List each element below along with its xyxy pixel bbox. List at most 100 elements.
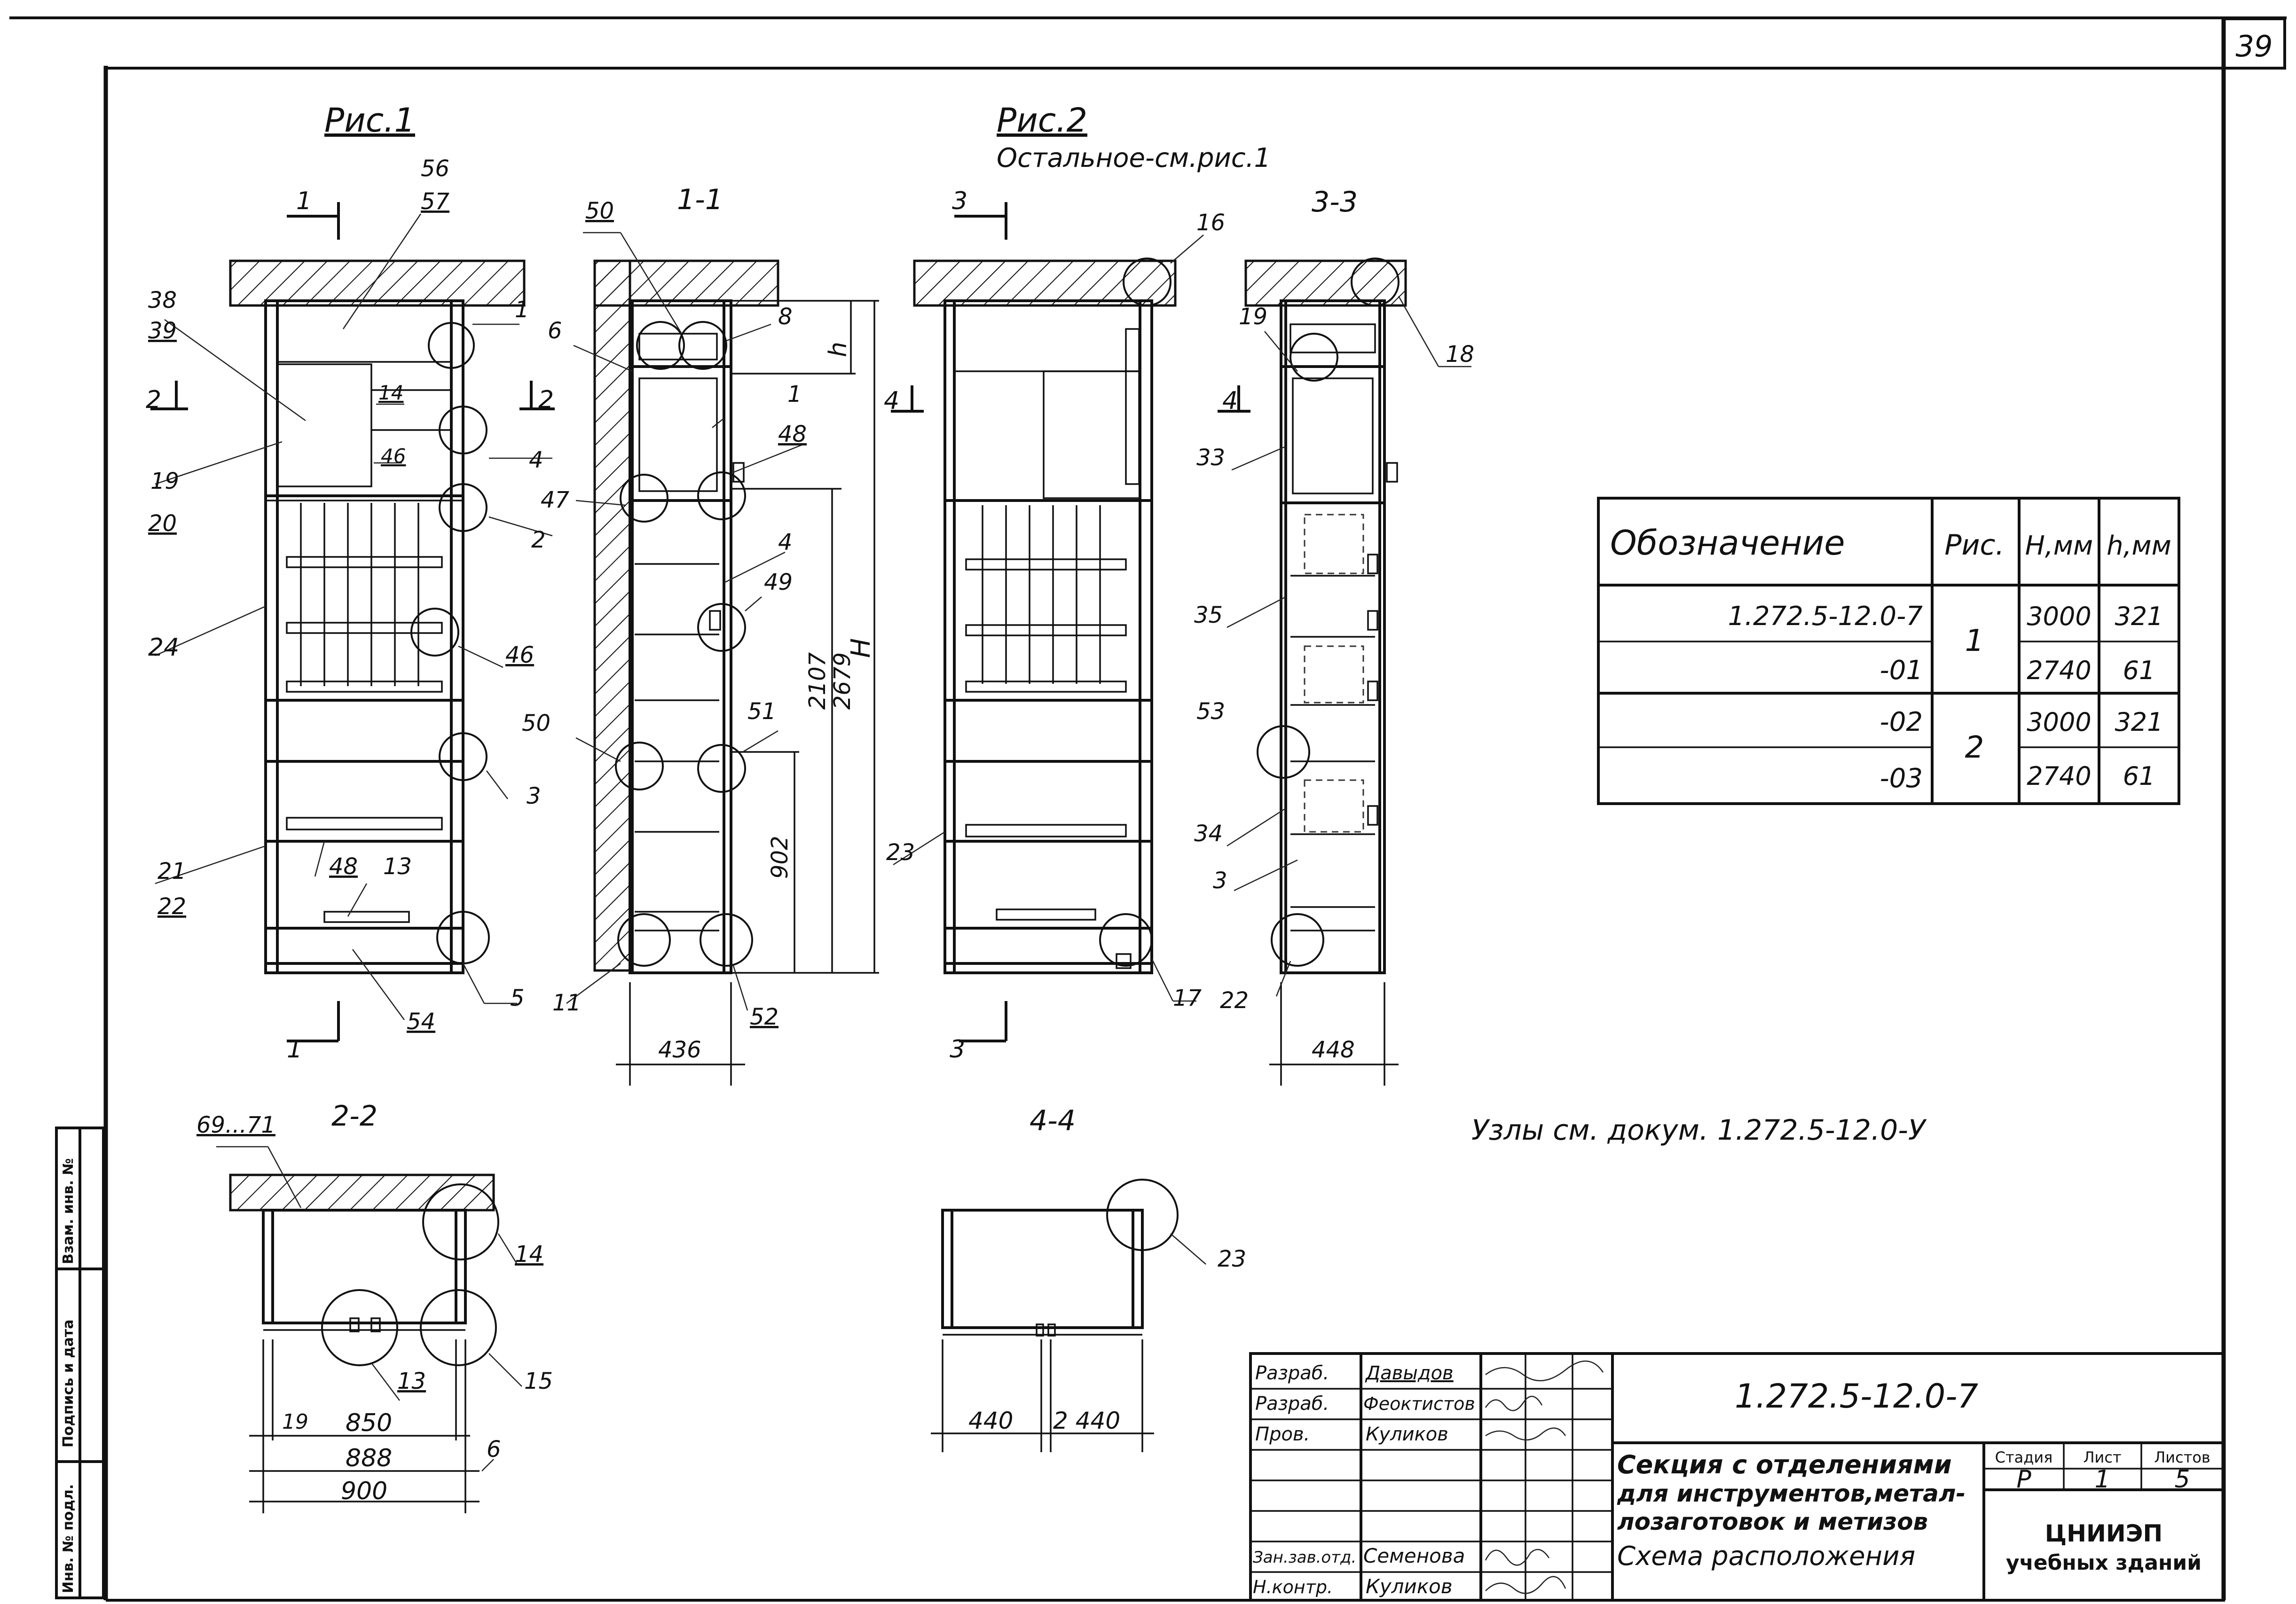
callout-s22-14: 14	[515, 1241, 543, 1268]
callout-s33-33: 33	[1196, 445, 1225, 471]
callout-s11-52: 52	[750, 1004, 778, 1030]
tb-role-1: Разраб.	[1255, 1362, 1329, 1384]
callout-56: 56	[421, 156, 449, 182]
callout-54: 54	[407, 1009, 435, 1035]
callout-5: 5	[510, 985, 525, 1011]
callout-s11-4: 4	[778, 529, 793, 556]
spec-header-h: h,мм	[2107, 531, 2171, 561]
spec-row2-h: 61	[2123, 656, 2155, 685]
section-1-1	[566, 232, 879, 1086]
callout-s11-50b: 50	[522, 710, 550, 736]
side-stamp-vzam: Взам. инв. №	[60, 1158, 77, 1264]
tb-name-2: Феоктистов	[1363, 1393, 1475, 1414]
spec-row2-designation: -01	[1880, 655, 1923, 686]
spec-row4-h: 61	[2123, 761, 2155, 791]
section-4-4	[931, 1179, 1206, 1452]
callout-20: 20	[148, 510, 177, 537]
nodes-note: Узлы см. докум. 1.272.5-12.0-У	[1471, 1114, 1927, 1147]
callout-2: 2	[531, 527, 546, 553]
sheet-frame	[9, 16, 2287, 1602]
callout-s11-48: 48	[778, 421, 807, 447]
fig2-note: Остальное-см.рис.1	[997, 143, 1271, 173]
title-block-grid	[1249, 1352, 2225, 1602]
callout-s33-18: 18	[1446, 341, 1474, 368]
spec-row1-H: 3000	[2027, 602, 2091, 631]
tb-title-line-1: Секция с отделениями	[1617, 1450, 1952, 1479]
fig1-mark-1-bottom: 1	[287, 1035, 302, 1064]
callout-s11-49: 49	[764, 569, 793, 595]
dim-448: 448	[1312, 1037, 1355, 1063]
signature-3	[1485, 1427, 1566, 1441]
signature-6	[1485, 1549, 1550, 1566]
section-2-2	[216, 1146, 522, 1513]
spec-row3-fig: 2	[1965, 730, 1984, 765]
spec-row1-h: 321	[2115, 602, 2163, 631]
dim-2107: 2107	[804, 652, 831, 710]
spec-header-fig: Рис.	[1944, 529, 2004, 562]
spec-row3-h: 321	[2115, 707, 2163, 737]
tb-title-line-2: для инструментов,метал-	[1617, 1480, 1966, 1507]
fig1-mark-2-right: 2	[538, 386, 554, 414]
dim-19: 19	[282, 1410, 308, 1434]
callout-s33-3: 3	[1213, 868, 1227, 894]
fig1-front-view	[150, 202, 555, 1042]
callout-s22-13: 13	[397, 1368, 426, 1394]
callout-46: 46	[381, 445, 406, 468]
callout-s33-19: 19	[1239, 304, 1267, 330]
callout-19: 19	[150, 468, 179, 494]
fig2-mark-4-left: 4	[884, 387, 899, 415]
callout-s11-8: 8	[778, 304, 793, 330]
tb-role-7: Н.контр.	[1253, 1577, 1333, 1597]
section-1-1-title: 1-1	[677, 183, 723, 216]
spec-header-H: H,мм	[2025, 531, 2093, 561]
tb-name-3: Куликов	[1366, 1424, 1448, 1445]
page-number: 39	[2236, 29, 2273, 63]
tb-name-6: Семенова	[1363, 1544, 1465, 1567]
signature-1	[1485, 1360, 1604, 1382]
callout-14: 14	[378, 381, 403, 404]
tb-sheets: 5	[2174, 1465, 2190, 1494]
side-stamp-sign-date: Подпись и дата	[60, 1320, 77, 1448]
signature-7	[1485, 1576, 1566, 1594]
callout-s11-47: 47	[541, 487, 570, 513]
callout-57: 57	[421, 188, 450, 215]
section-2-2-title: 2-2	[331, 1100, 377, 1133]
fig2-title: Рис.2	[997, 101, 1087, 140]
callout-48: 48	[329, 853, 358, 880]
tb-doc-code: 1.272.5-12.0-7	[1735, 1377, 1978, 1416]
callout-38: 38	[148, 287, 177, 313]
tb-role-6: Зан.зав.отд.	[1253, 1548, 1356, 1567]
side-stamp	[55, 1127, 105, 1599]
callout-s11-6: 6	[548, 318, 562, 344]
callout-f2-17: 17	[1173, 985, 1202, 1011]
callout-24: 24	[148, 634, 179, 662]
callout-3: 3	[527, 783, 541, 809]
callout-s33-53: 53	[1196, 698, 1225, 725]
dim-H: H	[846, 638, 876, 658]
spec-row2-H: 2740	[2027, 656, 2091, 685]
tb-stage-label: Стадия	[1995, 1448, 2053, 1466]
dim-900: 900	[341, 1477, 387, 1505]
fig1-mark-1-top: 1	[296, 187, 312, 215]
callout-39: 39	[148, 318, 177, 344]
callout-f2-16: 16	[1196, 210, 1225, 236]
spec-row4-designation: -03	[1880, 763, 1923, 794]
callout-s33-22: 22	[1220, 987, 1249, 1014]
callout-4: 4	[529, 447, 543, 473]
callout-22: 22	[157, 893, 186, 920]
dim-h: h	[824, 342, 852, 357]
dim-436: 436	[658, 1037, 701, 1063]
tb-sheets-label: Листов	[2154, 1448, 2210, 1466]
s33-mark-4: 4	[1222, 387, 1238, 415]
spec-row3-H: 3000	[2027, 707, 2091, 737]
tb-sheet: 1	[2094, 1465, 2110, 1494]
tb-stage: Р	[2016, 1465, 2031, 1494]
dim-440b: 2 440	[1053, 1407, 1120, 1434]
dim-2679: 2679	[829, 652, 856, 710]
section-3-3	[1218, 258, 1471, 1086]
tb-org-sub: учебных зданий	[2006, 1551, 2202, 1575]
spec-row4-H: 2740	[2027, 761, 2091, 791]
spec-row1-designation: 1.272.5-12.0-7	[1728, 601, 1923, 632]
dim-902: 902	[767, 836, 793, 879]
dim-850: 850	[346, 1409, 392, 1437]
